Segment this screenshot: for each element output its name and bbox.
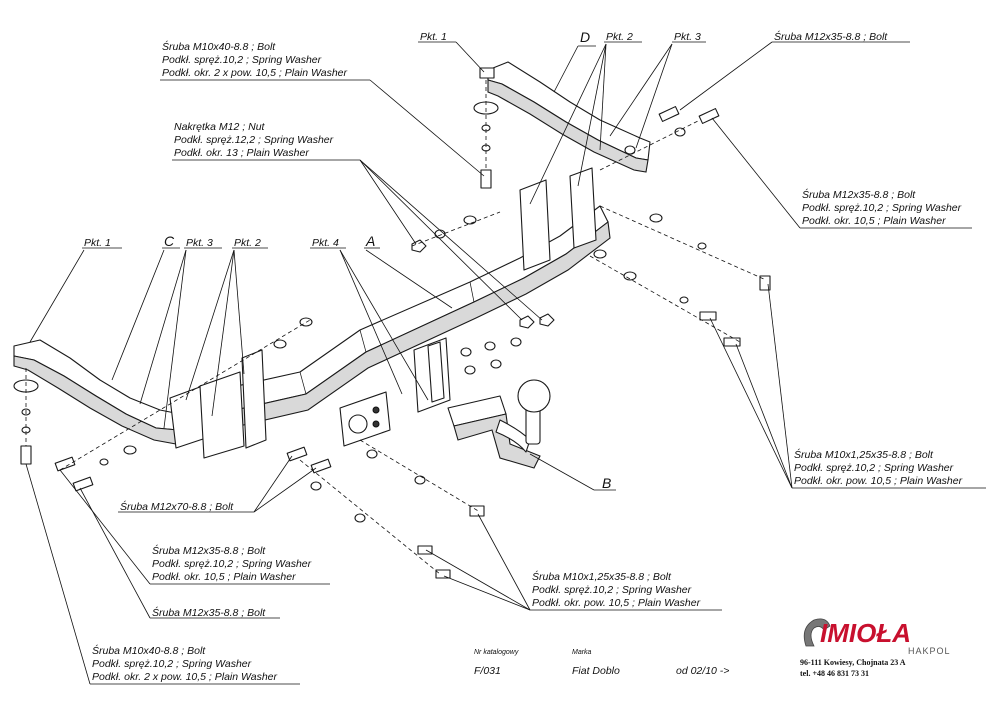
left-fastener-stack <box>13 317 313 492</box>
callout-line: Podkł. okr. pow. 10,5 ; Plain Washer <box>794 475 963 487</box>
callout-center-bottom-group: Śruba M10x1,25x35-8.8 ; Bolt Podkł. sprę… <box>532 570 701 609</box>
callout-line: Podkł. spręż.10,2 ; Spring Washer <box>532 584 692 596</box>
callout-line: Podkł. okr. 13 ; Plain Washer <box>174 147 309 159</box>
callout-line: Podkł. okr. 2 x pow. 10,5 ; Plain Washer <box>92 671 278 683</box>
callout-line: Podkł. okr. pow. 10,5 ; Plain Washer <box>532 597 701 609</box>
callout-line: Podkł. spręż.10,2 ; Spring Washer <box>794 462 954 474</box>
label-pkt2-top: Pkt. 2 <box>606 31 633 43</box>
logo-phone: tel. +48 46 831 73 31 <box>800 669 869 678</box>
label-pkt1-left: Pkt. 1 <box>84 237 111 249</box>
callout-line: Śruba M10x40-8.8 ; Bolt <box>162 40 276 53</box>
top-right-fastener-stack <box>599 106 720 171</box>
company-logo: IMIOŁA HAKPOL 96-111 Kowiesy, Chojnata 2… <box>800 618 951 678</box>
label-pkt3-left: Pkt. 3 <box>186 237 213 249</box>
callout-left-m12x35-bolt: Śruba M12x35-8.8 ; Bolt <box>152 606 266 619</box>
bottom-fastener-stack <box>286 439 485 579</box>
callout-line: Podkł. okr. 2 x pow. 10,5 ; Plain Washer <box>162 67 348 79</box>
callout-line: Śruba M12x35-8.8 ; Bolt <box>802 188 916 201</box>
brand-label: Marka <box>572 649 592 656</box>
callout-left-m12x35-group: Śruba M12x35-8.8 ; Bolt Podkł. spręż.10,… <box>152 544 312 583</box>
logo-name: IMIOŁA <box>820 618 911 648</box>
callout-bottom-left-group: Śruba M10x40-8.8 ; Bolt Podkł. spręż.10,… <box>92 644 278 683</box>
callout-line: Podkł. okr. 10,5 ; Plain Washer <box>152 571 296 583</box>
left-mounting-plates <box>199 349 267 459</box>
logo-address: 96-111 Kowiesy, Chojnata 23 A <box>800 658 906 667</box>
leader-lines <box>25 41 986 685</box>
label-c: C <box>164 233 175 249</box>
callout-line: Nakrętka M12 ; Nut <box>174 121 266 133</box>
callout-line: Podkł. spręż.10,2 ; Spring Washer <box>152 558 312 570</box>
callout-line: Podkł. spręż.10,2 ; Spring Washer <box>162 54 322 66</box>
footer-info: Nr katalogowy F/031 Marka Fiat Doblo od … <box>474 649 729 677</box>
label-pkt1-top: Pkt. 1 <box>420 31 447 43</box>
logo-sub: HAKPOL <box>908 646 951 656</box>
label-b: B <box>602 475 611 491</box>
label-pkt3-top: Pkt. 3 <box>674 31 701 43</box>
date-value: od 02/10 -> <box>676 665 729 677</box>
socket-plate <box>339 391 391 447</box>
catalog-label: Nr katalogowy <box>474 649 519 656</box>
tow-ball-b <box>447 379 551 469</box>
callout-line: Śruba M10x1,25x35-8.8 ; Bolt <box>794 448 934 461</box>
callout-right-lower-group: Śruba M10x1,25x35-8.8 ; Bolt Podkł. sprę… <box>794 448 963 487</box>
center-mounting-plate <box>413 337 451 413</box>
callout-line: Śruba M12x35-8.8 ; Bolt <box>152 544 266 557</box>
left-side-bracket-c <box>13 339 213 449</box>
callout-line: Podkł. spręż.12,2 ; Spring Washer <box>174 134 334 146</box>
callout-line: Śruba M10x1,25x35-8.8 ; Bolt <box>532 570 672 583</box>
top-fastener-stack <box>473 67 499 189</box>
label-pkt2-left: Pkt. 2 <box>234 237 261 249</box>
label-d: D <box>580 29 590 45</box>
right-fastener-stack <box>589 205 771 347</box>
callout-line: Śruba M10x40-8.8 ; Bolt <box>92 644 206 657</box>
brand-value: Fiat Doblo <box>572 665 620 677</box>
catalog-value: F/031 <box>474 665 501 677</box>
callout-line: Podkł. okr. 10,5 ; Plain Washer <box>802 215 946 227</box>
callout-top-left-bolt: Śruba M10x40-8.8 ; Bolt Podkł. spręż.10,… <box>162 40 348 79</box>
right-side-bracket-d <box>487 61 651 271</box>
callout-right-bolt-group: Śruba M12x35-8.8 ; Bolt Podkł. spręż.10,… <box>802 188 962 227</box>
callout-m12x70: Śruba M12x70-8.8 ; Bolt <box>120 500 234 513</box>
label-pkt4: Pkt. 4 <box>312 237 339 249</box>
center-nut-stack <box>460 337 522 375</box>
callout-line: Podkł. spręż.10,2 ; Spring Washer <box>802 202 962 214</box>
callout-line: Podkł. spręż.10,2 ; Spring Washer <box>92 658 252 670</box>
callout-nut-group: Nakrętka M12 ; Nut Podkł. spręż.12,2 ; S… <box>174 121 334 159</box>
label-a: A <box>365 233 375 249</box>
callout-top-right-bolt: Śruba M12x35-8.8 ; Bolt <box>774 30 888 43</box>
hook-logo-icon <box>803 618 831 647</box>
